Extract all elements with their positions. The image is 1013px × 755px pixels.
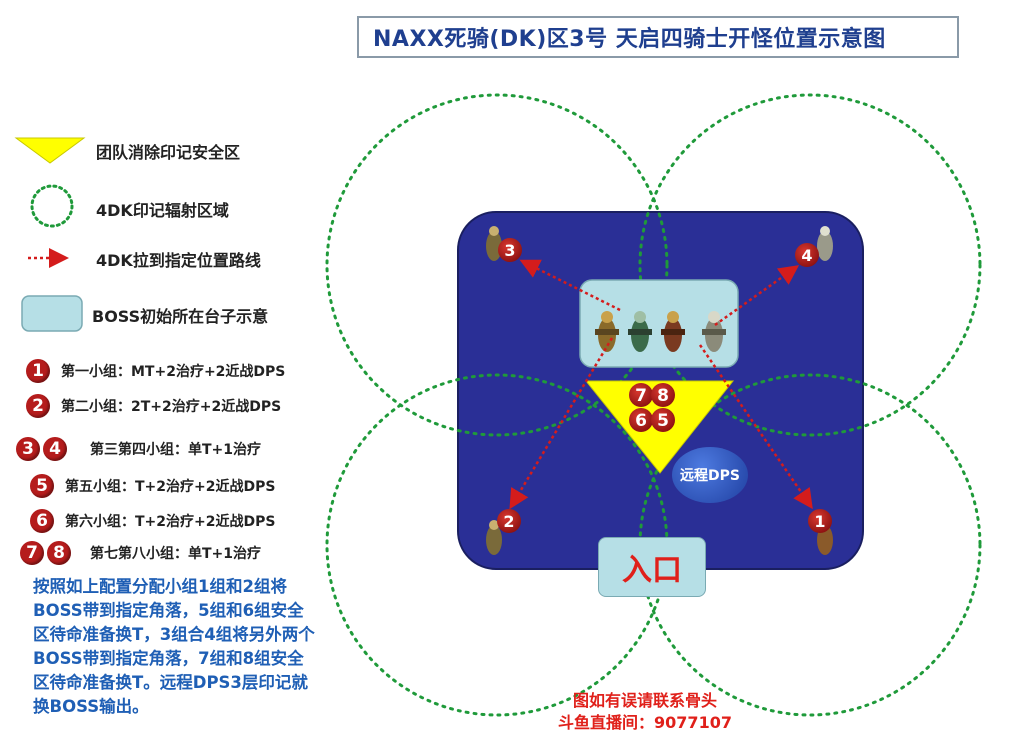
svg-text:4: 4 [801, 246, 812, 265]
safe-zone-badge: 6 [629, 408, 653, 432]
entrance-label: 入口 [622, 553, 682, 588]
boss-figure-4 [702, 311, 726, 352]
entrance-marker: 入口 [598, 537, 706, 597]
route-arrow-to-1 [698, 344, 813, 510]
group-badge: 8 [47, 541, 71, 565]
svg-text:5: 5 [657, 411, 669, 431]
group-row-5: 5 第五小组：T+2治疗+2近战DPS [30, 474, 275, 498]
instructions-text: 按照如上配置分配小组1组和2组将BOSS带到指定角落，5组和6组安全区待命准备换… [33, 577, 315, 716]
yellow-triangle-icon [14, 137, 86, 164]
group-badge: 1 [26, 359, 50, 383]
group-row-3-4: 3 4 第三第四小组：单T+1治疗 [16, 437, 261, 461]
legend-label-platform: BOSS初始所在台子示意 [92, 307, 269, 326]
svg-text:1: 1 [814, 512, 825, 531]
contact-line-1: 图如有误请联系骨头 [572, 691, 717, 710]
legend-label-safe-zone: 团队消除印记安全区 [96, 143, 241, 162]
svg-text:3: 3 [504, 241, 515, 260]
group-badge: 6 [30, 509, 54, 533]
safe-zone-badge: 5 [651, 408, 675, 432]
boss-figures [595, 311, 726, 352]
corner-badge: 3 [498, 238, 522, 262]
group-text: 第二小组：2T+2治疗+2近战DPS [61, 399, 282, 415]
teal-platform-icon [21, 295, 83, 332]
group-badge: 7 [20, 541, 44, 565]
group-row-6: 6 第六小组：T+2治疗+2近战DPS [30, 509, 275, 533]
group-badge: 5 [30, 474, 54, 498]
safe-zone-badge: 7 [629, 383, 653, 407]
corner-figure-bottom-left [486, 520, 502, 555]
ranged-dps-marker: 远程DPS [672, 447, 748, 503]
radiation-circle-top-right [638, 93, 982, 437]
group-text: 第七第八小组：单T+1治疗 [90, 546, 262, 562]
group-text: 第六小组：T+2治疗+2近战DPS [65, 514, 276, 530]
svg-text:8: 8 [657, 386, 669, 406]
contact-note: 图如有误请联系骨头 斗鱼直播间：9077107 [510, 690, 780, 734]
group-text: 第三第四小组：单T+1治疗 [90, 442, 262, 458]
corner-badge: 4 [795, 243, 819, 267]
radiation-circle-top-left [325, 93, 669, 437]
corner-figure-top-right [817, 226, 833, 261]
radiation-circle-bottom-right [638, 373, 982, 717]
group-row-7-8: 7 8 第七第八小组：单T+1治疗 [20, 541, 261, 565]
boss-platform [579, 279, 739, 368]
group-row-2: 2 第二小组：2T+2治疗+2近战DPS [26, 394, 281, 418]
group-text: 第五小组：T+2治疗+2近战DPS [65, 479, 276, 495]
ranged-dps-label: 远程DPS [680, 468, 740, 484]
page-title: NAXX死骑(DK)区3号 天启四骑士开怪位置示意图 [357, 16, 959, 58]
group-text: 第一小组：MT+2治疗+2近战DPS [61, 364, 286, 380]
group-row-1: 1 第一小组：MT+2治疗+2近战DPS [26, 359, 285, 383]
group-badge: 4 [43, 437, 67, 461]
legend-label-radiation: 4DK印记辐射区域 [96, 201, 229, 220]
svg-text:7: 7 [635, 386, 647, 406]
boss-figure-1 [595, 311, 619, 352]
route-arrows [509, 259, 813, 510]
corner-figure-top-left [486, 226, 502, 261]
corner-badge: 1 [808, 509, 832, 533]
boss-figure-3 [661, 311, 685, 352]
legend-label-route: 4DK拉到指定位置路线 [96, 251, 261, 270]
svg-text:2: 2 [503, 512, 514, 531]
boss-figure-2 [628, 311, 652, 352]
route-arrow-to-2 [509, 337, 614, 510]
green-dotted-circle-icon [30, 184, 74, 228]
safe-zone-badge: 8 [651, 383, 675, 407]
route-arrow-to-4 [714, 265, 800, 327]
svg-text:6: 6 [635, 411, 647, 431]
group-badge: 3 [16, 437, 40, 461]
group-badge: 2 [26, 394, 50, 418]
contact-line-2: 斗鱼直播间：9077107 [558, 713, 732, 732]
corner-badge: 2 [497, 509, 521, 533]
